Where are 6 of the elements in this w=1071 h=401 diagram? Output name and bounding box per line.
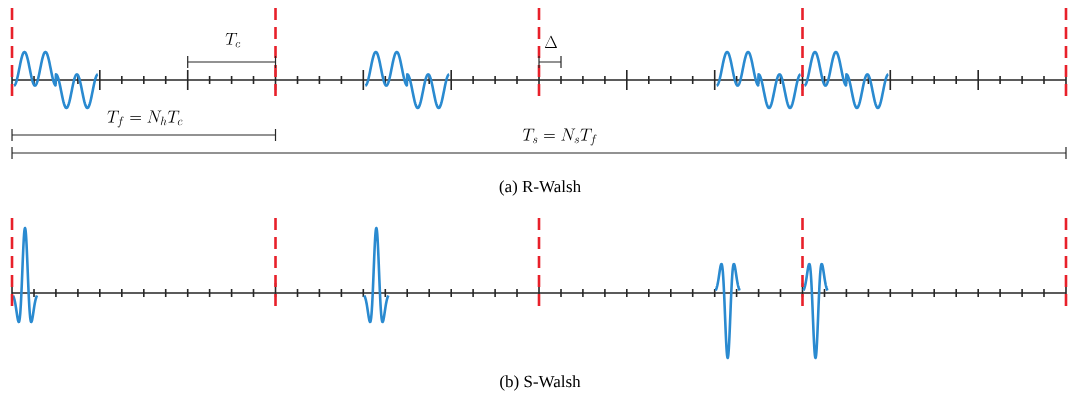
dimension-label: $\Delta$ <box>545 35 557 48</box>
dimension-label: $T_c$ <box>225 32 241 48</box>
dimension-label: $T_s = N_s T_f$ <box>522 128 597 146</box>
subcaption: (b) S-Walsh <box>500 375 581 391</box>
dimension-label: $T_f = N_h T_c$ <box>107 110 183 128</box>
subcaption: (a) R-Walsh <box>499 180 581 196</box>
